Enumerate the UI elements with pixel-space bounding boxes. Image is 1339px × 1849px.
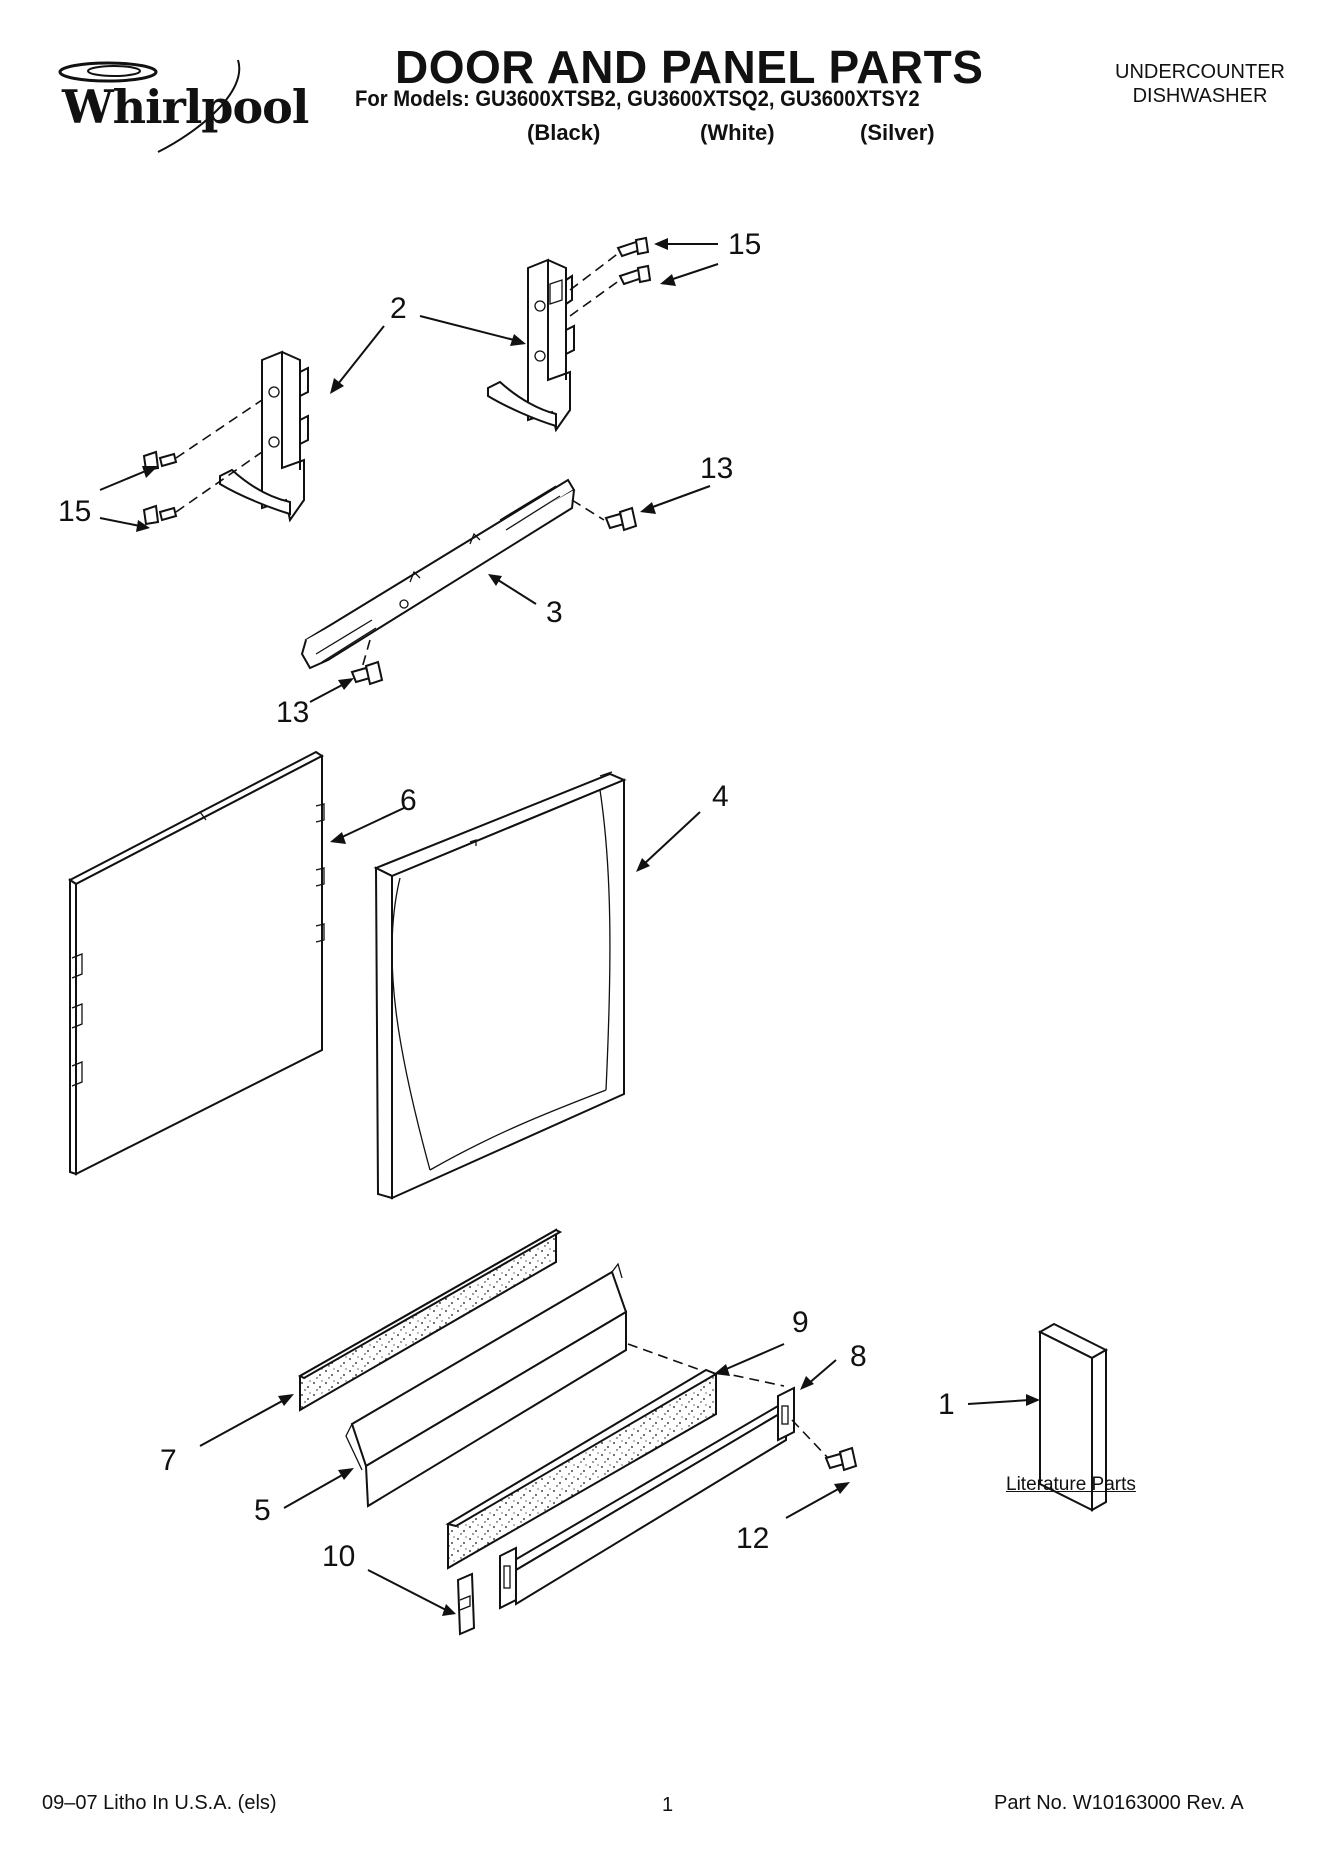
toe-panel	[345, 1262, 628, 1508]
color-white: (White)	[700, 120, 775, 145]
callout-1: 1	[938, 1388, 955, 1421]
literature-parts-label: Literature Parts	[1006, 1474, 1136, 1495]
callout-13-left: 13	[276, 696, 310, 729]
brand-wordmark: Whirlpool	[62, 80, 309, 134]
clip	[456, 1572, 476, 1636]
hinge-bracket-left	[219, 350, 309, 523]
callout-5: 5	[254, 1494, 271, 1527]
page-title: DOOR AND PANEL PARTS	[395, 41, 984, 93]
callout-15-left: 15	[58, 495, 92, 528]
outer-door-panel	[373, 771, 627, 1200]
callout-13-right: 13	[700, 452, 734, 485]
hinge-bracket-right	[487, 258, 575, 433]
appliance-line-2: DISHWASHER	[1132, 85, 1268, 107]
literature-booklet	[1037, 1322, 1109, 1512]
models-line: For Models: GU3600XTSB2, GU3600XTSQ2, GU…	[355, 86, 920, 111]
callout-9: 9	[792, 1306, 809, 1339]
appliance-type: UNDERCOUNTER DISHWASHER	[1090, 60, 1310, 108]
callout-10: 10	[322, 1540, 356, 1573]
footer-page-number: 1	[662, 1794, 674, 1816]
color-black: (Black)	[527, 120, 601, 145]
screw-12	[824, 1446, 858, 1472]
kick-plate	[499, 1386, 795, 1610]
callout-6: 6	[400, 784, 417, 817]
footer-print-info: 09–07 Litho In U.S.A. (els)	[42, 1792, 277, 1814]
inner-panel	[68, 750, 325, 1176]
callout-8: 8	[850, 1340, 867, 1373]
footer-part-number: Part No. W10163000 Rev. A	[994, 1792, 1244, 1814]
screw-15-top-a	[616, 236, 650, 258]
callout-15-top: 15	[728, 228, 762, 261]
callout-12: 12	[736, 1522, 770, 1555]
callout-2: 2	[390, 292, 407, 325]
callout-4: 4	[712, 780, 729, 813]
screw-15-left-a	[142, 450, 178, 472]
leader-arrows	[99, 238, 1040, 1616]
panel-bracket-rail	[300, 478, 576, 670]
callout-3: 3	[546, 596, 563, 629]
foam-strip-upper	[297, 1228, 563, 1412]
callout-7: 7	[160, 1444, 177, 1477]
screw-13-right	[604, 506, 638, 532]
screw-15-top-b	[618, 264, 652, 286]
color-silver: (Silver)	[860, 120, 935, 145]
screw-15-left-b	[142, 504, 178, 526]
screw-13-left	[350, 660, 384, 686]
swirl-icon	[58, 59, 241, 153]
appliance-line-1: UNDERCOUNTER	[1115, 61, 1285, 83]
whirlpool-logo: Whirlpool	[48, 52, 309, 172]
